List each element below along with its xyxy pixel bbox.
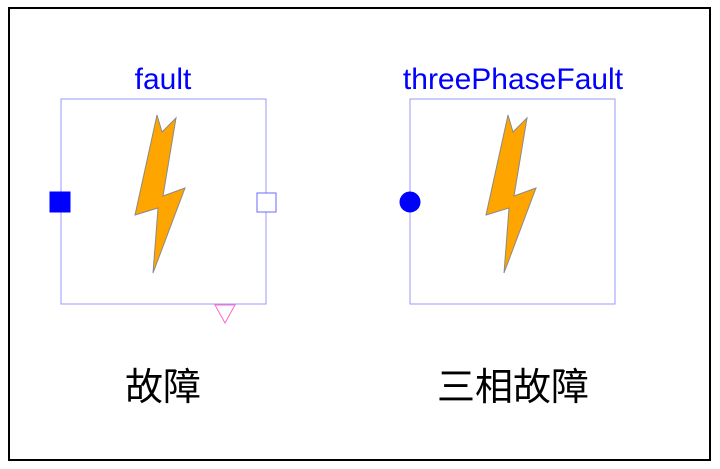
component-name: fault — [135, 63, 192, 96]
hollow-square-port[interactable] — [256, 192, 277, 213]
diagram-frame — [8, 7, 711, 461]
fault-component[interactable]: fault 故障 — [49, 63, 277, 409]
triangle-port[interactable] — [214, 304, 236, 325]
three-phase-fault-component[interactable]: threePhaseFault 三相故障 — [399, 63, 624, 409]
filled-square-port[interactable] — [49, 191, 71, 213]
lightning-bolt-icon — [485, 114, 537, 274]
component-caption: 三相故障 — [437, 365, 589, 409]
component-name: threePhaseFault — [403, 63, 624, 96]
lightning-bolt-icon — [134, 114, 186, 274]
filled-circle-port[interactable] — [399, 191, 421, 213]
component-caption: 故障 — [125, 365, 201, 409]
